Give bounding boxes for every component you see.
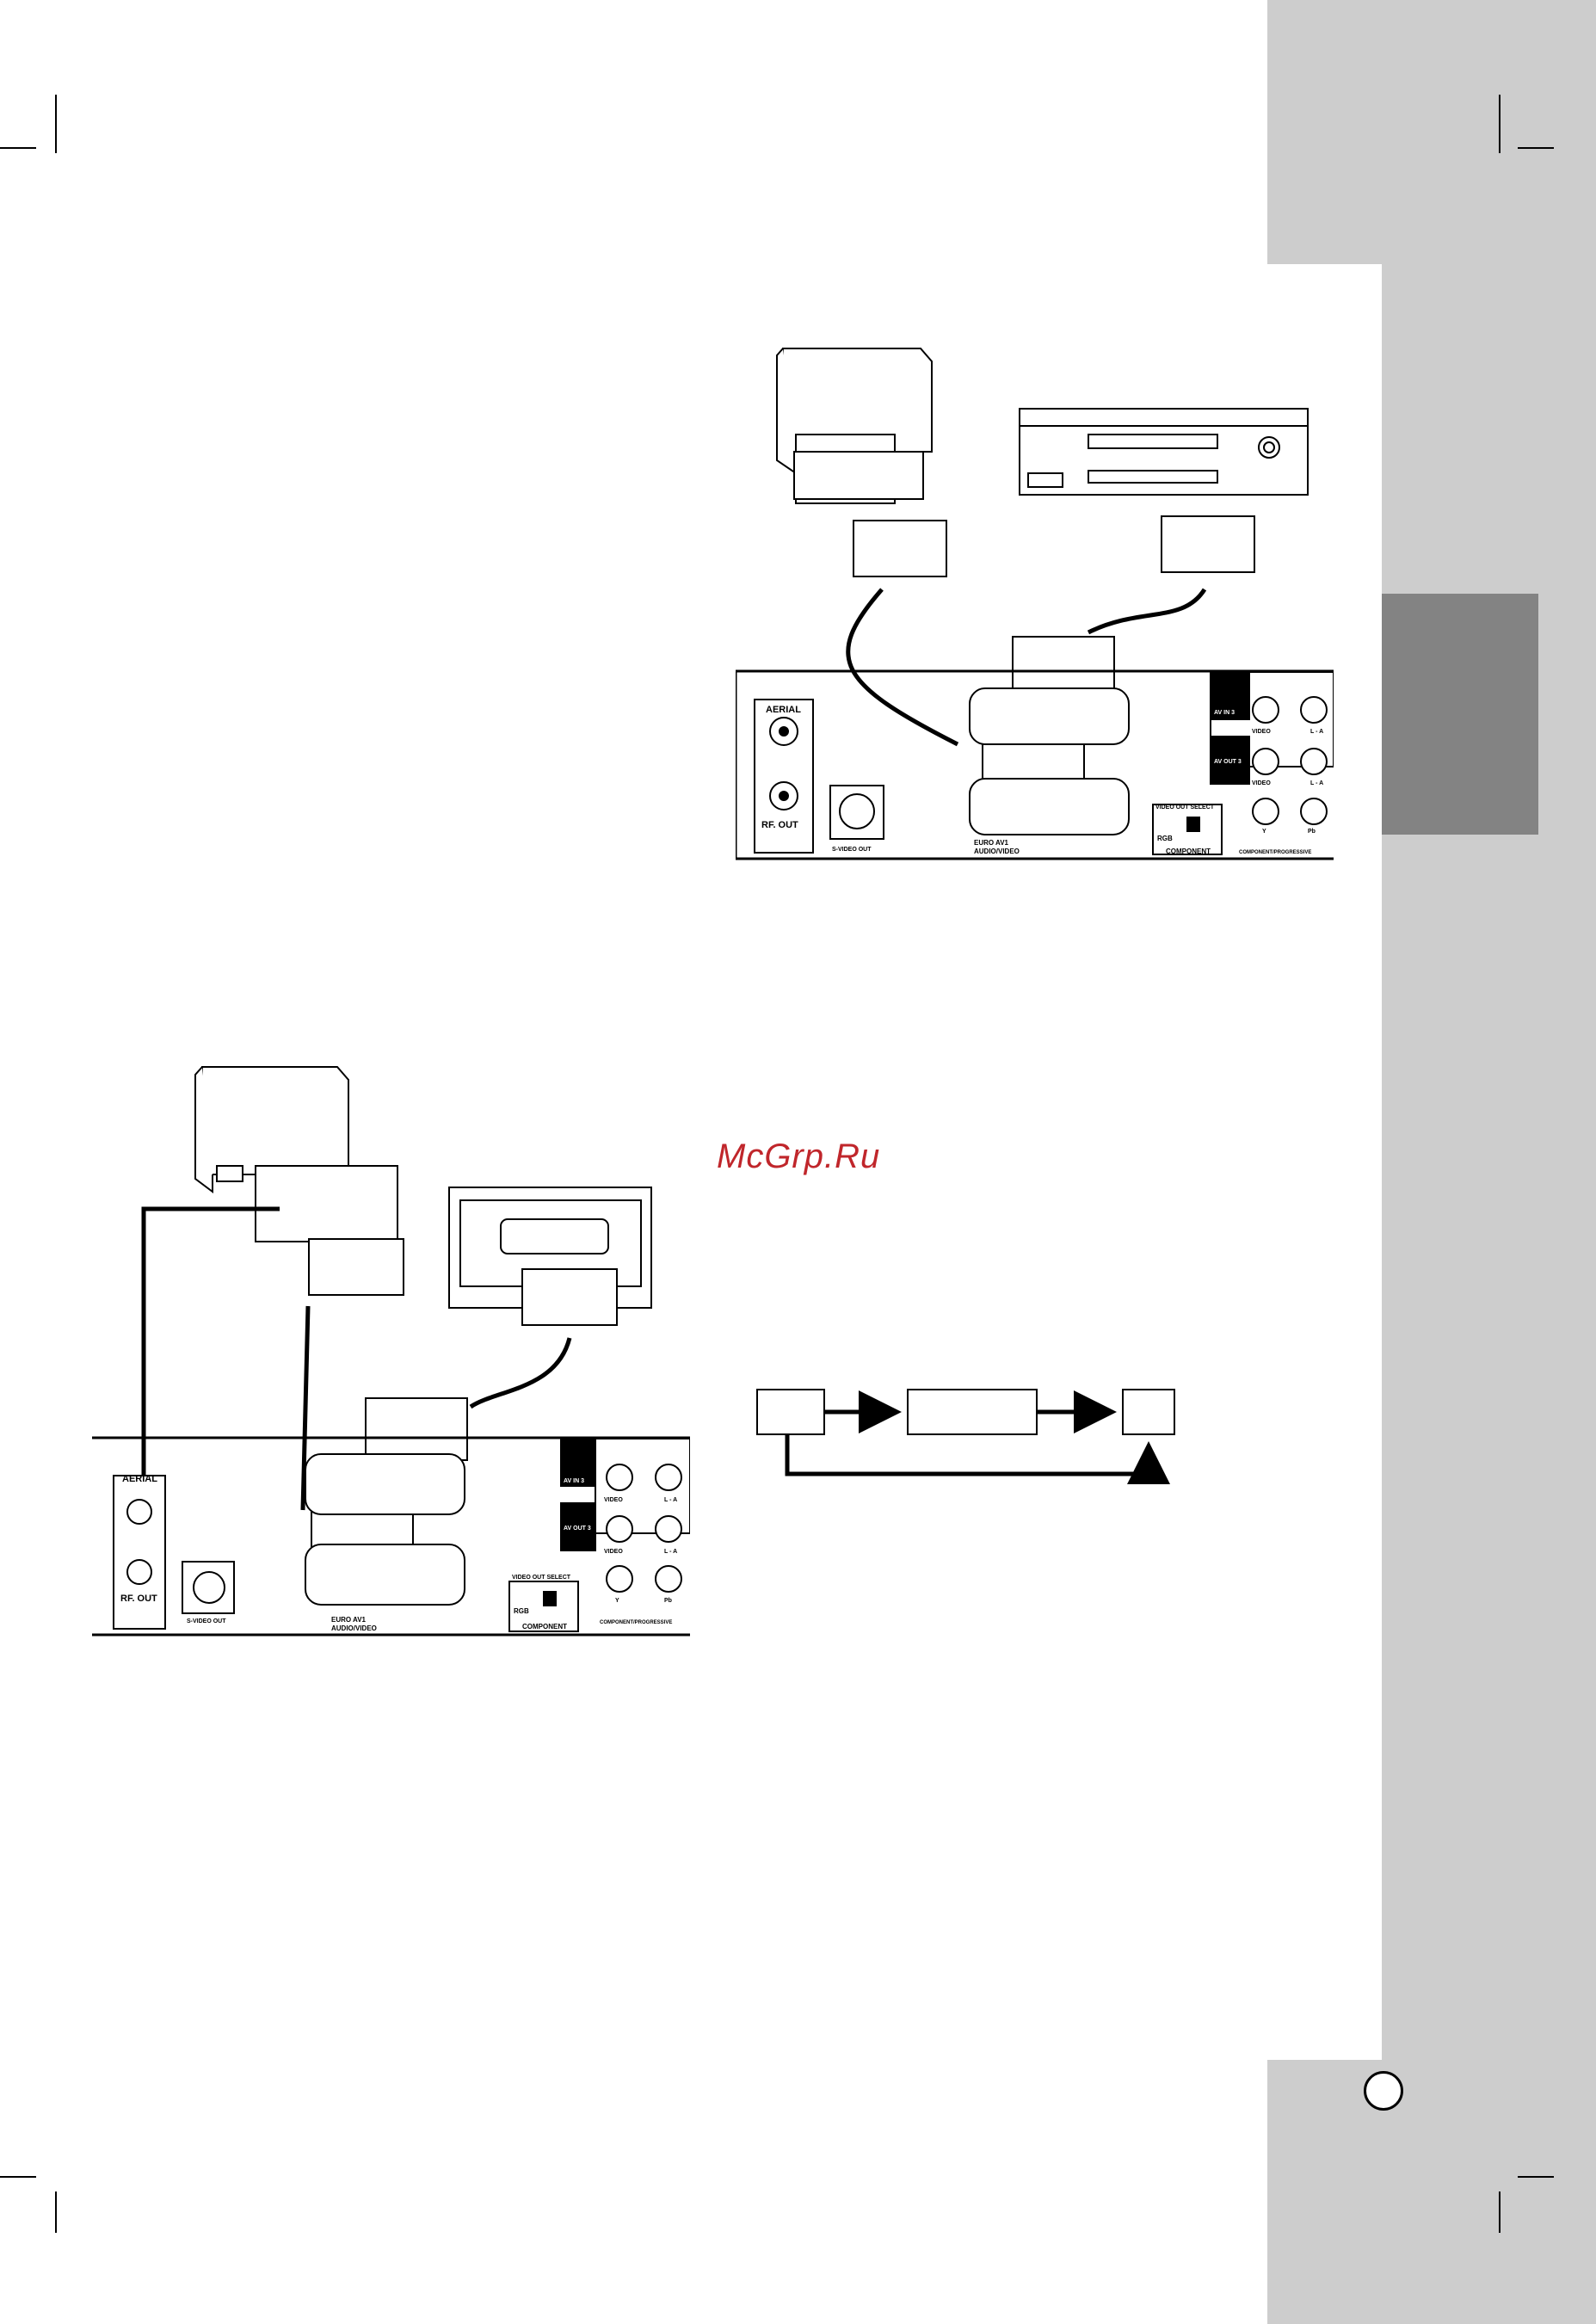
video-out-select-label: VIDEO OUT SELECT — [512, 1575, 571, 1581]
signal-flow-diagram — [749, 1377, 1192, 1489]
video-label: VIDEO — [604, 1497, 623, 1503]
page-number-circle — [1364, 2071, 1403, 2111]
scart-cable — [846, 588, 959, 747]
scart-plug — [1161, 515, 1255, 573]
sidebar-band-top — [1267, 0, 1596, 264]
rf-out-label: RF. OUT — [761, 820, 798, 830]
audio-label: L - A — [664, 1497, 677, 1503]
tv-icon — [201, 1066, 349, 1175]
rf-out-label: RF. OUT — [120, 1594, 157, 1604]
rgb-label: RGB — [1157, 835, 1173, 842]
euro-av1-label: EURO AV1 — [331, 1616, 367, 1624]
scart-plug — [365, 1397, 468, 1461]
section-tab — [1382, 594, 1538, 835]
component-progressive-label: COMPONENT/PROGRESSIVE — [600, 1620, 672, 1625]
video-label: VIDEO — [604, 1549, 623, 1555]
euro-av1-socket — [969, 778, 1130, 835]
flow-artwork — [756, 1389, 1175, 1484]
watermark: McGrp.Ru — [717, 1137, 881, 1175]
audio-label: L - A — [1310, 729, 1323, 735]
connection-diagram-tv-aerial: AERIAL RF. OUT S-VIDEO OUT EURO AV1 AUDI… — [92, 1063, 691, 1639]
audio-video-label: AUDIO/VIDEO — [331, 1624, 377, 1632]
scart-plug — [1012, 636, 1115, 698]
av-in-3-label: AV IN 3 — [1214, 710, 1235, 716]
s-video-out-label: S-VIDEO OUT — [832, 847, 872, 853]
audio-video-label: AUDIO/VIDEO — [974, 848, 1020, 855]
connection-diagram-tv-vcr: AERIAL RF. OUT S-VIDEO OUT EURO AV1 AUDI… — [734, 340, 1334, 869]
euro-av1-label: EURO AV1 — [974, 839, 1009, 847]
aerial-label: AERIAL — [766, 705, 801, 715]
scart-plug — [521, 1268, 618, 1326]
pb-label: Pb — [1308, 829, 1316, 835]
video-label: VIDEO — [1252, 780, 1271, 786]
euro-av2-socket — [969, 687, 1130, 745]
coax-cable — [141, 1206, 280, 1476]
scart-cable — [1087, 588, 1207, 635]
y-label: Y — [1262, 829, 1266, 835]
antenna-panel — [113, 1475, 166, 1630]
av-out-3-label: AV OUT 3 — [564, 1526, 591, 1532]
aerial-label: AERIAL — [122, 1474, 157, 1484]
component-label: COMPONENT — [522, 1623, 567, 1630]
audio-label: L - A — [1310, 780, 1323, 786]
component-progressive-label: COMPONENT/PROGRESSIVE — [1239, 850, 1311, 855]
scart-cable — [469, 1337, 572, 1409]
flow-bypass-arrow — [785, 1434, 1170, 1484]
pb-label: Pb — [664, 1598, 672, 1604]
flow-box-middle — [907, 1389, 1038, 1435]
s-video-out-label: S-VIDEO OUT — [187, 1618, 226, 1624]
av-out-3-label: AV OUT 3 — [1214, 759, 1242, 765]
video-label: VIDEO — [1252, 729, 1271, 735]
component-label: COMPONENT — [1166, 848, 1211, 855]
av-in-3-label: AV IN 3 — [564, 1478, 584, 1484]
diagram-artwork-bottom: AERIAL RF. OUT S-VIDEO OUT EURO AV1 AUDI… — [92, 1066, 691, 1637]
diagram-artwork-top: AERIAL RF. OUT S-VIDEO OUT EURO AV1 AUDI… — [734, 348, 1334, 860]
scart-cable — [300, 1305, 311, 1511]
euro-av1-socket — [305, 1544, 465, 1606]
video-out-select-label: VIDEO OUT SELECT — [1155, 804, 1215, 811]
tv-scart-socket — [793, 451, 924, 500]
rgb-label: RGB — [514, 1607, 529, 1615]
sidebar-band-bottom — [1267, 2060, 1596, 2324]
flow-box-destination — [1122, 1389, 1175, 1435]
flow-box-source — [756, 1389, 825, 1435]
y-label: Y — [615, 1598, 619, 1604]
euro-av2-socket — [305, 1453, 465, 1515]
scart-plug — [308, 1238, 404, 1296]
audio-label: L - A — [664, 1549, 677, 1555]
scart-plug — [853, 520, 947, 577]
tv-scart-socket — [255, 1165, 398, 1242]
